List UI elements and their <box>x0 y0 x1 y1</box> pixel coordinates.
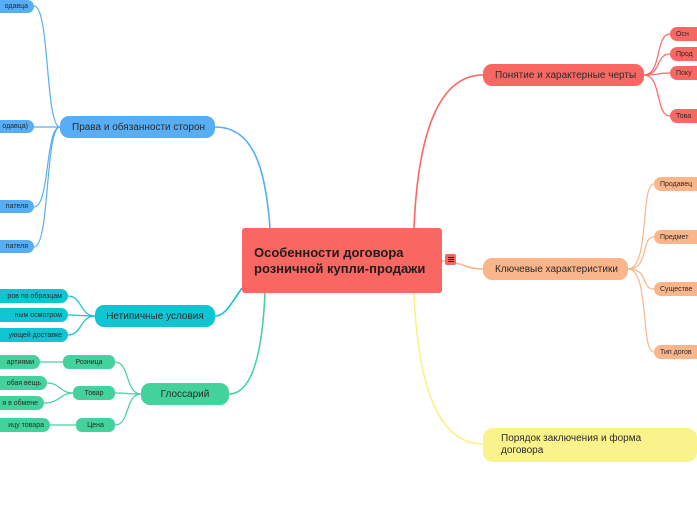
branch-concept[interactable]: Понятие и характерные черты <box>483 64 644 86</box>
central-topic[interactable]: Особенности договора розничной купли-про… <box>242 228 442 293</box>
rights-child-1-label: одавца <box>4 3 28 10</box>
glossary-leaf-goods-1[interactable]: обая вещь <box>0 376 47 390</box>
key-child-2[interactable]: Предмет <box>654 230 697 244</box>
atypical-child-2-label: ным осмотром <box>14 311 62 319</box>
atypical-child-1-label: ров по образцам <box>7 292 62 300</box>
glossary-leaf-goods-1-label: обая вещь <box>6 379 41 387</box>
concept-child-3[interactable]: Поку <box>670 66 697 80</box>
branch-atypical-conditions[interactable]: Нетипичные условия <box>95 305 215 327</box>
concept-child-2[interactable]: Прод <box>670 47 697 61</box>
concept-child-3-label: Поку <box>676 69 692 77</box>
concept-child-4-label: Това <box>676 112 692 120</box>
rights-child-4-label: пателя <box>5 243 28 250</box>
menu-icon[interactable] <box>445 254 456 265</box>
key-child-2-label: Предмет <box>660 233 689 241</box>
glossary-term-goods[interactable]: Товар <box>73 386 115 400</box>
branch-key-label: Ключевые характеристики <box>495 263 618 275</box>
branch-glossary[interactable]: Глоссарий <box>141 383 229 405</box>
concept-child-2-label: Прод <box>676 50 693 58</box>
branch-atypical-label: Нетипичные условия <box>106 310 204 322</box>
rights-child-2-label: одавца) <box>2 123 28 130</box>
rights-child-1[interactable]: одавца <box>0 0 34 13</box>
key-child-1[interactable]: Продавец <box>654 177 697 191</box>
glossary-leaf-price[interactable]: ицу товара <box>0 418 50 432</box>
branch-order-label: Порядок заключения и форма договора <box>501 433 642 456</box>
rights-child-3-label: пателя <box>5 203 28 210</box>
branch-key-characteristics[interactable]: Ключевые характеристики <box>483 258 628 280</box>
glossary-leaf-retail[interactable]: артиями <box>0 355 40 369</box>
glossary-term-price-label: Цена <box>87 421 104 429</box>
atypical-child-3[interactable]: ующей доставке <box>0 328 68 342</box>
atypical-child-2[interactable]: ным осмотром <box>0 308 68 322</box>
glossary-term-price[interactable]: Цена <box>76 418 115 432</box>
glossary-term-retail-label: Розница <box>75 358 103 366</box>
branch-rights-label: Права и обязанности сторон <box>72 121 206 133</box>
rights-child-4[interactable]: пателя <box>0 240 34 253</box>
atypical-child-1[interactable]: ров по образцам <box>0 289 68 303</box>
glossary-leaf-goods-2-label: я в обмене <box>2 399 38 407</box>
central-topic-label: Особенности договора розничной купли-про… <box>254 244 426 276</box>
rights-child-3[interactable]: пателя <box>0 200 34 213</box>
key-child-4-label: Тип догов <box>660 348 692 356</box>
branch-rights-duties[interactable]: Права и обязанности сторон <box>60 116 215 138</box>
glossary-term-goods-label: Товар <box>84 389 104 397</box>
concept-child-1-label: Осн <box>676 30 689 38</box>
branch-order-form[interactable]: Порядок заключения и форма договора <box>483 428 697 462</box>
branch-concept-label: Понятие и характерные черты <box>495 69 637 81</box>
glossary-leaf-goods-2[interactable]: я в обмене <box>0 396 44 410</box>
concept-child-4[interactable]: Това <box>670 109 697 123</box>
concept-child-1[interactable]: Осн <box>670 27 697 41</box>
rights-child-2[interactable]: одавца) <box>0 120 34 133</box>
atypical-child-3-label: ующей доставке <box>8 331 62 339</box>
glossary-leaf-retail-label: артиями <box>6 358 34 366</box>
key-child-1-label: Продавец <box>660 180 693 188</box>
branch-glossary-label: Глоссарий <box>160 388 210 400</box>
key-child-3-label: Существе <box>660 285 693 293</box>
key-child-4[interactable]: Тип догов <box>654 345 697 359</box>
glossary-term-retail[interactable]: Розница <box>63 355 115 369</box>
glossary-leaf-price-label: ицу товара <box>8 421 44 429</box>
key-child-3[interactable]: Существе <box>654 282 697 296</box>
